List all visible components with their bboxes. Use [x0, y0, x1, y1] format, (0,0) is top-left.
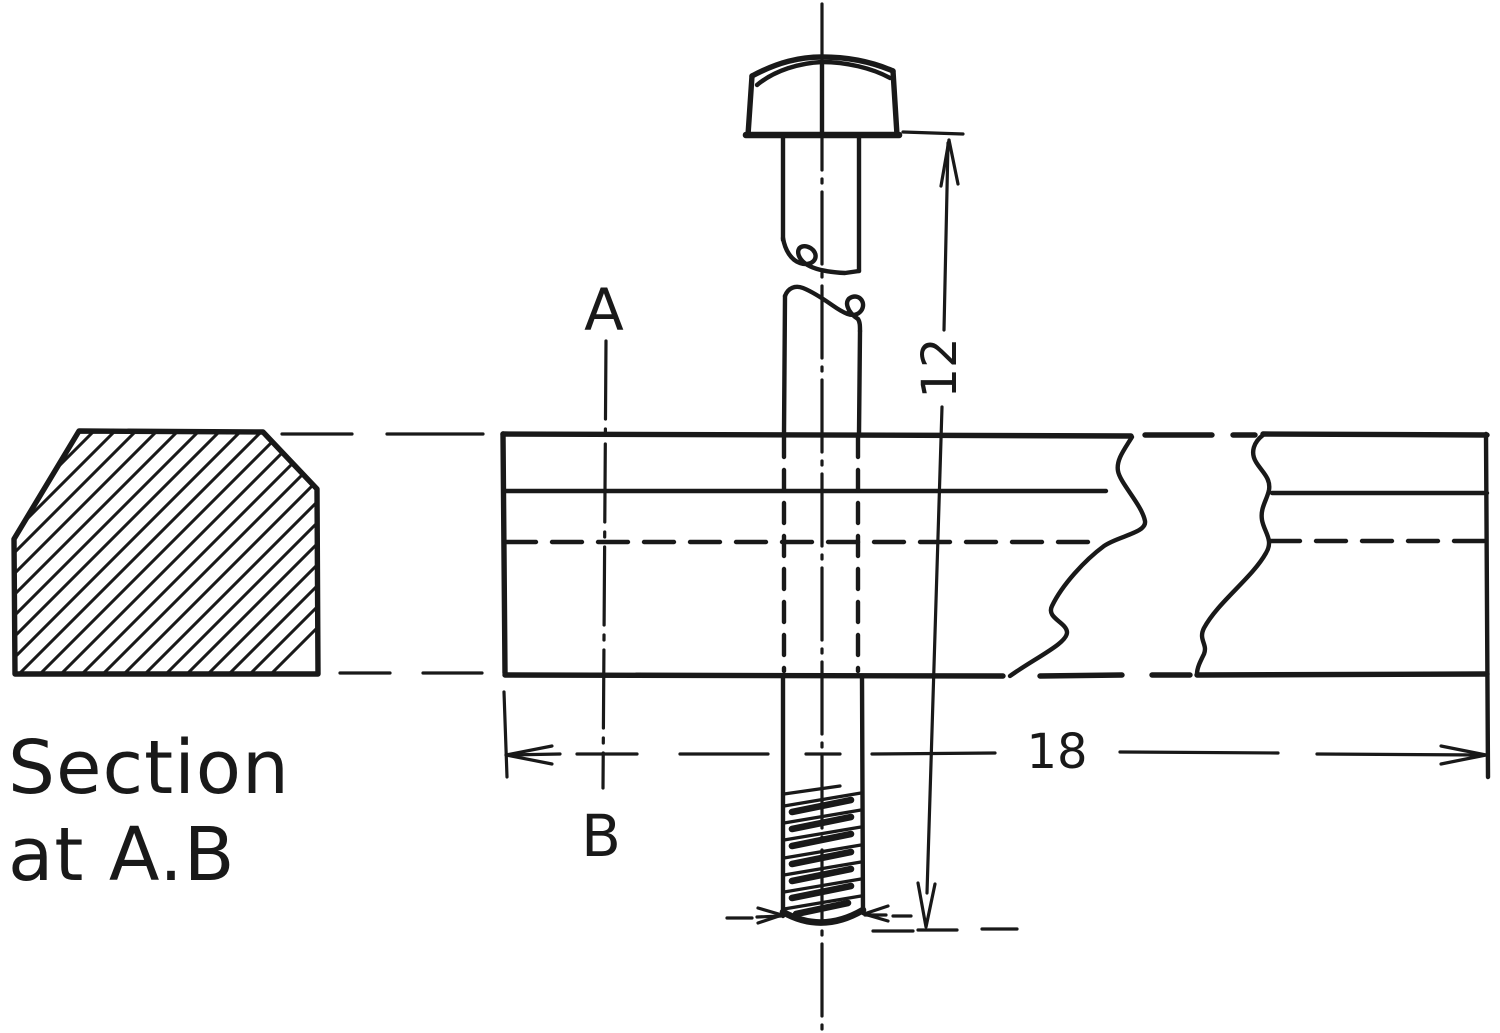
rail-gap-dashes: [1037, 432, 1258, 679]
section-outline: [11, 428, 321, 677]
dim-12-ext-top: [901, 130, 965, 136]
dim-18-label: 18: [1026, 724, 1087, 780]
rail-right-edge: [1483, 431, 1491, 780]
dim-18-ext-left: [502, 690, 509, 779]
dim-18-arrow-right: [1439, 744, 1488, 766]
diameter-arrow-right: [862, 904, 913, 923]
shank-right-lower: [856, 328, 863, 437]
dim-12-line-upper: [942, 141, 950, 332]
shank-right-bottom: [859, 674, 866, 916]
caption: Section at A.B: [8, 725, 290, 898]
rail-top-edge-right: [1260, 431, 1490, 438]
dim-12: 12: [871, 130, 1019, 933]
cutting-plane-line: [601, 339, 608, 790]
rail-right: [1194, 431, 1491, 780]
dim-12-arrow-down: [916, 881, 937, 929]
dim-12-ext-bottom: [871, 927, 1019, 933]
rail-top-edge: [500, 431, 1134, 439]
rail-left-edge: [500, 431, 508, 676]
shank-left-lower: [781, 293, 788, 437]
hole-hidden-lines: [781, 434, 861, 674]
diameter-arrows: [725, 904, 913, 925]
shank-break-curve-bottom: [782, 284, 866, 334]
diameter-arrow-left: [725, 906, 784, 925]
shank-break-curve-top: [780, 235, 862, 276]
rail-left: [500, 431, 1148, 679]
bolt-head-chamfer-left: [754, 59, 825, 88]
bolt-head-right: [890, 68, 900, 138]
rail-bottom-edge-right: [1194, 671, 1490, 678]
rail-break-line-left: [1007, 434, 1148, 679]
bolt-head-left: [745, 73, 755, 138]
label-a: A: [584, 276, 624, 344]
dim-12-arrow-up: [939, 138, 960, 188]
label-b: B: [581, 802, 621, 870]
dim-18-line: [504, 750, 1486, 757]
section-view: [11, 428, 321, 677]
rail-bottom-edge: [502, 672, 1006, 679]
dim-12-line-lower: [925, 405, 944, 895]
caption-line-2: at A.B: [8, 812, 236, 898]
caption-line-1: Section: [8, 725, 290, 811]
dim-18: 18: [502, 690, 1488, 780]
rail-break-line-right: [1194, 432, 1272, 677]
bolt-shank-upper: [780, 134, 866, 437]
section-hatch: [14, 431, 318, 674]
dim-12-label: 12: [912, 337, 968, 398]
dim-18-arrow-left: [504, 744, 554, 766]
bolt-head-chamfer-right: [819, 59, 893, 81]
